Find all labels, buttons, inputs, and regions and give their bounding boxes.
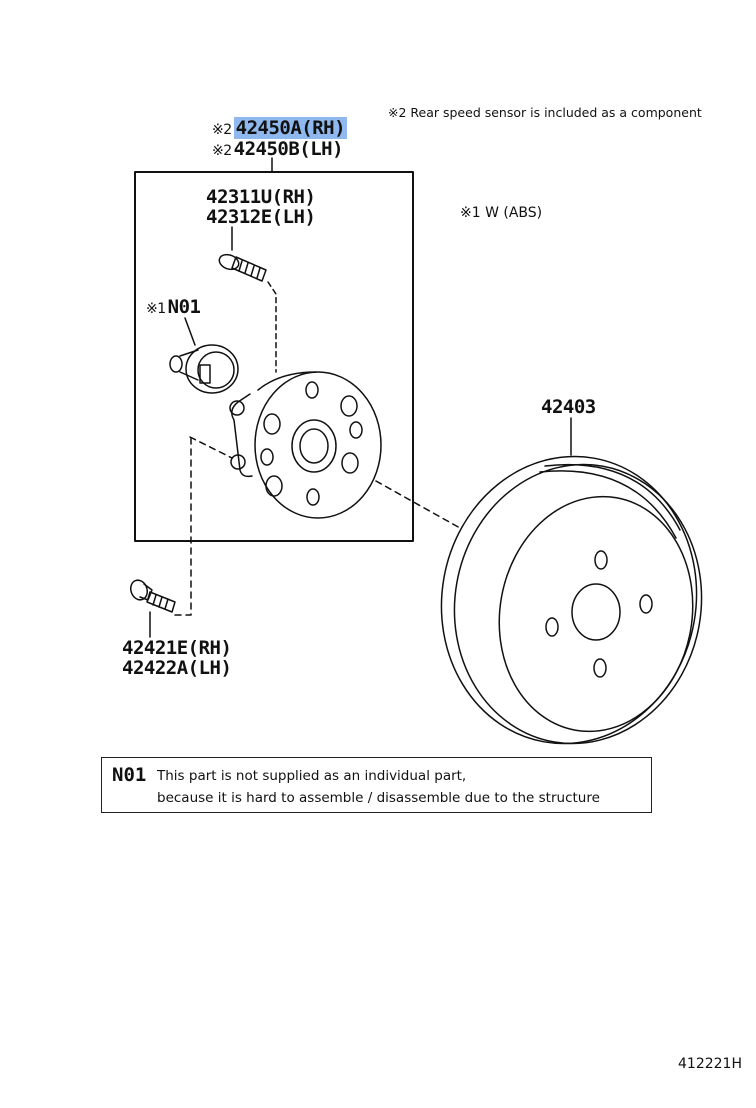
mount-bolt-rh-label[interactable]: 42421E(RH) xyxy=(122,637,232,659)
mount-bolt-dash xyxy=(171,437,192,616)
hub-bolt-rh-label[interactable]: 42311U(RH) xyxy=(206,186,316,208)
sensor-leader xyxy=(184,317,196,346)
axle-hub-icon xyxy=(229,371,382,519)
speed-sensor-icon xyxy=(169,344,239,394)
hub-bolt-icon xyxy=(218,253,267,282)
part-number[interactable]: 42450B(LH) xyxy=(233,138,344,160)
part-number-highlighted[interactable]: 42450A(RH) xyxy=(233,117,348,139)
hub-bolt-dash xyxy=(267,281,277,373)
hub-bolt-lh-label[interactable]: 42312E(LH) xyxy=(206,206,316,228)
component-mark: ※2 xyxy=(212,143,232,159)
notice-box: N01 This part is not supplied as an indi… xyxy=(101,757,652,813)
hub-to-drum-dash xyxy=(375,480,461,529)
sensor-part-code[interactable]: N01 xyxy=(167,296,201,318)
abs-note: ※1 W (ABS) xyxy=(460,205,543,221)
mount-bolt-lh-label[interactable]: 42422A(LH) xyxy=(122,657,232,679)
hub-assembly-box xyxy=(134,171,414,542)
abs-mark: ※1 xyxy=(146,301,166,317)
notice-line-2: because it is hard to assemble / disasse… xyxy=(157,790,600,806)
drum-label[interactable]: 42403 xyxy=(541,396,596,418)
diagram-id: 412221H xyxy=(678,1056,742,1072)
component-mark: ※2 xyxy=(212,122,232,138)
mount-bolt-icon xyxy=(129,579,176,613)
notice-code: N01 xyxy=(112,764,147,786)
notice-line-1: This part is not supplied as an individu… xyxy=(157,768,467,784)
sensor-note: ※2 Rear speed sensor is included as a co… xyxy=(388,105,702,120)
hub-to-mount-bolt-dash xyxy=(189,436,233,459)
brake-drum-icon xyxy=(440,455,703,745)
